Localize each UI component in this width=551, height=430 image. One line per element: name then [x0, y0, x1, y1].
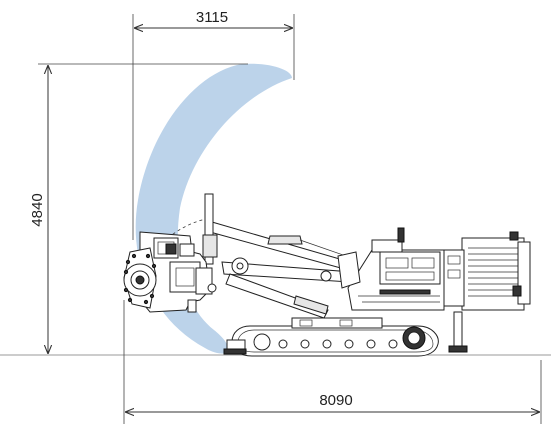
front-pad: [223, 339, 247, 355]
dim-8090-label: 8090: [319, 392, 352, 409]
dim-4840-label: 4840: [29, 193, 46, 226]
crawler-track: [231, 317, 439, 357]
power-unit: [443, 231, 531, 311]
boom: [209, 221, 361, 319]
dim-3115-label: 3115: [196, 9, 228, 26]
drill-head: [139, 231, 217, 313]
engine-grille: [468, 247, 518, 297]
mast: [202, 193, 218, 265]
main-frame: [347, 227, 445, 311]
rear-stabilizer: [448, 311, 468, 353]
cutter-disc: [123, 247, 157, 309]
track-rollers: [253, 326, 426, 351]
machine: [123, 193, 531, 357]
